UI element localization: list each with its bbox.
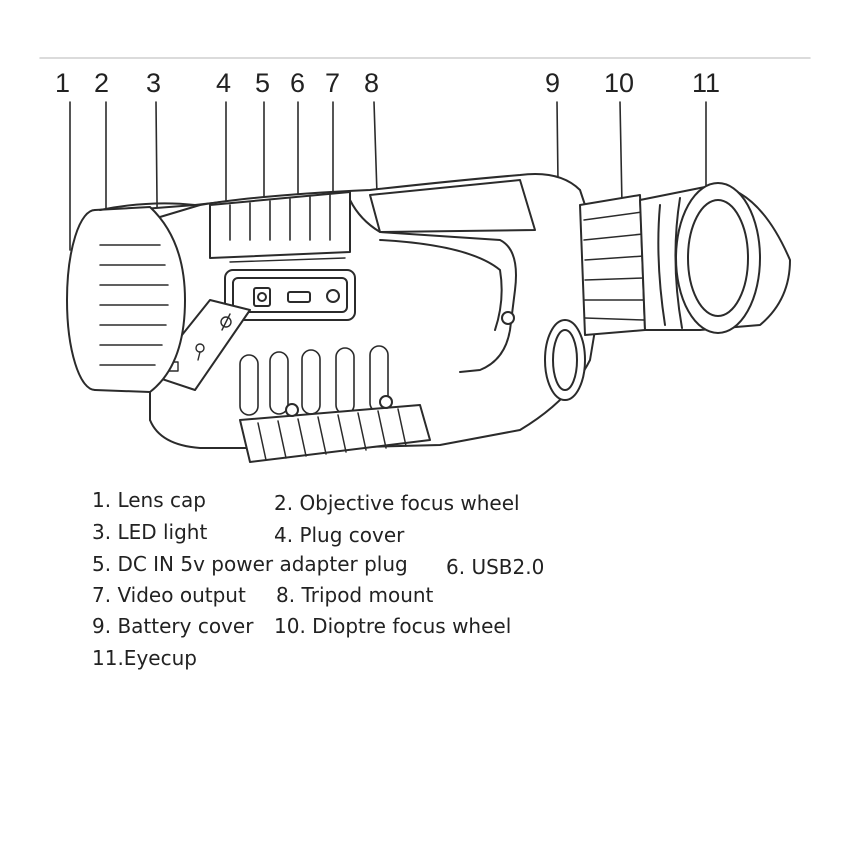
callout-9: 9: [545, 68, 560, 98]
callout-8: 8: [364, 68, 379, 98]
callout-4: 4: [216, 68, 231, 98]
callout-3: 3: [146, 68, 161, 98]
legend-item-4: 4. Plug cover: [274, 523, 405, 547]
night-vision-monocular-diagram: 1 2 3 4 5 6 7 8 9 10 11: [39, 57, 811, 463]
legend-item-10: 10. Dioptre focus wheel: [274, 614, 512, 638]
callout-numbers: 1 2 3 4 5 6 7 8 9 10 11: [55, 68, 720, 98]
callout-6: 6: [290, 68, 305, 98]
device-illustration: [66, 173, 791, 463]
legend-item-8: 8. Tripod mount: [276, 583, 434, 607]
callout-2: 2: [94, 68, 109, 98]
legend-item-6: 6. USB2.0: [446, 555, 545, 579]
callout-11: 11: [692, 68, 720, 98]
legend-item-9: 9. Battery cover: [92, 614, 254, 638]
callout-5: 5: [255, 68, 270, 98]
legend-item-11: 11.Eyecup: [92, 646, 197, 670]
callout-10: 10: [604, 68, 634, 98]
callout-7: 7: [325, 68, 340, 98]
legend-item-1: 1. Lens cap: [92, 488, 206, 512]
legend-item-7: 7. Video output: [92, 583, 246, 607]
callout-1: 1: [55, 68, 70, 98]
legend-item-5: 5. DC IN 5v power adapter plug: [92, 552, 408, 576]
legend-item-2: 2. Objective focus wheel: [274, 491, 520, 515]
legend-item-3: 3. LED light: [92, 520, 208, 544]
